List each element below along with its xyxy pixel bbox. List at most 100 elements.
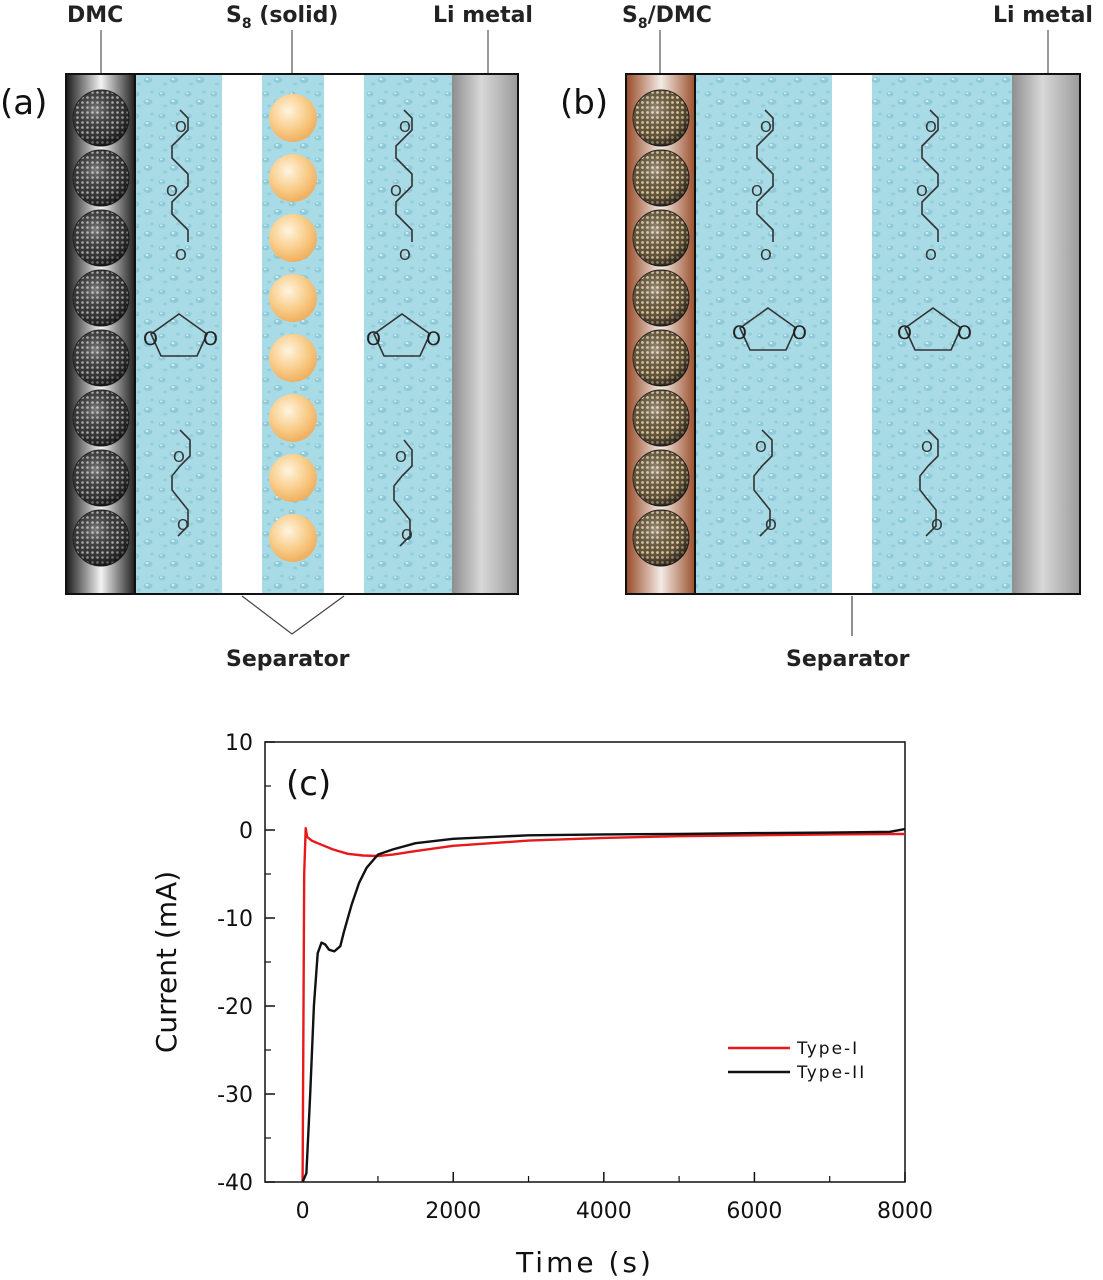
li-metal-b	[1012, 75, 1079, 593]
svg-text:O: O	[921, 438, 933, 456]
dioxolane-molecule: O O	[143, 313, 218, 357]
dme-molecule: O O	[393, 439, 413, 547]
glyme-molecule: O O O	[166, 109, 189, 264]
electrolyte-a-right	[364, 75, 452, 593]
svg-text:O: O	[203, 328, 218, 350]
series-line-type-i	[301, 827, 906, 1183]
label-li-metal-a: Li metal	[433, 3, 533, 28]
sulfur-particle	[269, 514, 317, 562]
s8-dmc-sphere	[632, 269, 690, 327]
svg-text:O: O	[426, 328, 441, 350]
dioxolane-molecule: O O	[366, 313, 441, 357]
sulfur-particle	[269, 214, 317, 262]
s8-dmc-sphere	[632, 149, 690, 207]
svg-text:O: O	[760, 246, 772, 264]
legend-label: Type-II	[796, 1063, 866, 1083]
panel-label-c: (c)	[286, 764, 331, 804]
electrolyte-b-left	[696, 75, 832, 593]
y-tick-label: 0	[239, 819, 253, 844]
s8-dmc-sphere	[632, 89, 690, 147]
dmc-sphere	[72, 509, 130, 567]
svg-text:O: O	[957, 322, 972, 344]
s8-dmc-sphere	[632, 329, 690, 387]
series-line-type-ii	[301, 827, 906, 1183]
dioxolane-molecule: O O	[897, 307, 972, 351]
svg-text:O: O	[925, 118, 937, 136]
y-axis-title: Current (mA)	[150, 871, 183, 1053]
y-tick-label: -20	[217, 995, 253, 1020]
dioxolane-molecule: O O	[732, 307, 807, 351]
panel-label-b: (b)	[560, 83, 608, 123]
y-tick-label: -10	[217, 907, 253, 932]
x-axis-title: Time (s)	[515, 1246, 654, 1279]
x-tick-label: 6000	[726, 1199, 782, 1224]
label-s8-dmc: S8/DMC	[622, 3, 712, 32]
separator-label-b: Separator	[786, 647, 910, 672]
s8-dmc-sphere	[632, 449, 690, 507]
svg-text:O: O	[177, 516, 189, 534]
x-tick-label: 4000	[576, 1199, 632, 1224]
y-tick-label: 10	[225, 731, 253, 756]
dmc-sphere	[72, 89, 130, 147]
svg-text:O: O	[792, 322, 807, 344]
panel-a-cell-diagram: DMC S8 (solid) Li metal (a) O O O	[0, 3, 533, 672]
y-tick-label: -30	[217, 1083, 253, 1108]
dmc-sphere	[72, 449, 130, 507]
label-dmc-a: DMC	[67, 3, 123, 28]
s8-dmc-sphere	[632, 389, 690, 447]
sulfur-particle	[269, 94, 317, 142]
x-tick-label: 0	[296, 1199, 310, 1224]
dme-molecule: O O	[753, 429, 777, 537]
dmc-sphere	[72, 149, 130, 207]
chart-legend: Type-I Type-II	[728, 1039, 866, 1083]
dmc-sphere	[72, 209, 130, 267]
svg-text:O: O	[897, 322, 912, 344]
svg-text:O: O	[751, 182, 763, 200]
svg-text:O: O	[760, 118, 772, 136]
svg-text:O: O	[925, 246, 937, 264]
separator-b	[832, 75, 872, 593]
current-time-chart: 0 2000 4000 6000 8000 10 0 -10 -20 -30 -40 (c) Tim…	[150, 731, 933, 1279]
sulfur-particle	[269, 334, 317, 382]
label-li-metal-b: Li metal	[993, 3, 1093, 28]
glyme-molecule: O O O	[751, 109, 774, 264]
svg-text:O: O	[390, 182, 402, 200]
glyme-molecule: O O O	[390, 109, 413, 264]
panel-b-cell-diagram: S8/DMC Li metal (b) O O O O O O O	[560, 3, 1093, 672]
dmc-sphere	[72, 389, 130, 447]
separator-a-right	[324, 75, 364, 593]
sulfur-particle	[269, 394, 317, 442]
svg-text:O: O	[395, 448, 407, 466]
svg-text:O: O	[765, 516, 777, 534]
li-metal-a	[452, 75, 517, 593]
sulfur-particle	[269, 274, 317, 322]
s8-dmc-sphere	[632, 509, 690, 567]
svg-text:O: O	[399, 246, 411, 264]
sulfur-particle	[269, 154, 317, 202]
svg-text:O: O	[931, 516, 943, 534]
svg-text:O: O	[166, 182, 178, 200]
dmc-sphere	[72, 329, 130, 387]
electrolyte-b-right	[872, 75, 1012, 593]
svg-text:O: O	[401, 526, 413, 544]
legend-label: Type-I	[796, 1039, 859, 1059]
svg-text:O: O	[732, 322, 747, 344]
svg-text:O: O	[399, 118, 411, 136]
svg-text:O: O	[173, 448, 185, 466]
x-tick-label: 2000	[425, 1199, 481, 1224]
svg-text:O: O	[143, 328, 158, 350]
glyme-molecule: O O O	[916, 109, 939, 264]
dmc-sphere	[72, 269, 130, 327]
svg-text:O: O	[175, 246, 187, 264]
svg-text:O: O	[916, 182, 928, 200]
svg-text:O: O	[366, 328, 381, 350]
svg-text:O: O	[175, 118, 187, 136]
sulfur-particle	[269, 454, 317, 502]
x-tick-label: 8000	[877, 1199, 933, 1224]
y-tick-label: -40	[217, 1171, 253, 1196]
panel-label-a: (a)	[0, 83, 47, 123]
plot-frame	[264, 741, 906, 1183]
s8-dmc-sphere	[632, 209, 690, 267]
dme-molecule: O O	[171, 429, 191, 537]
